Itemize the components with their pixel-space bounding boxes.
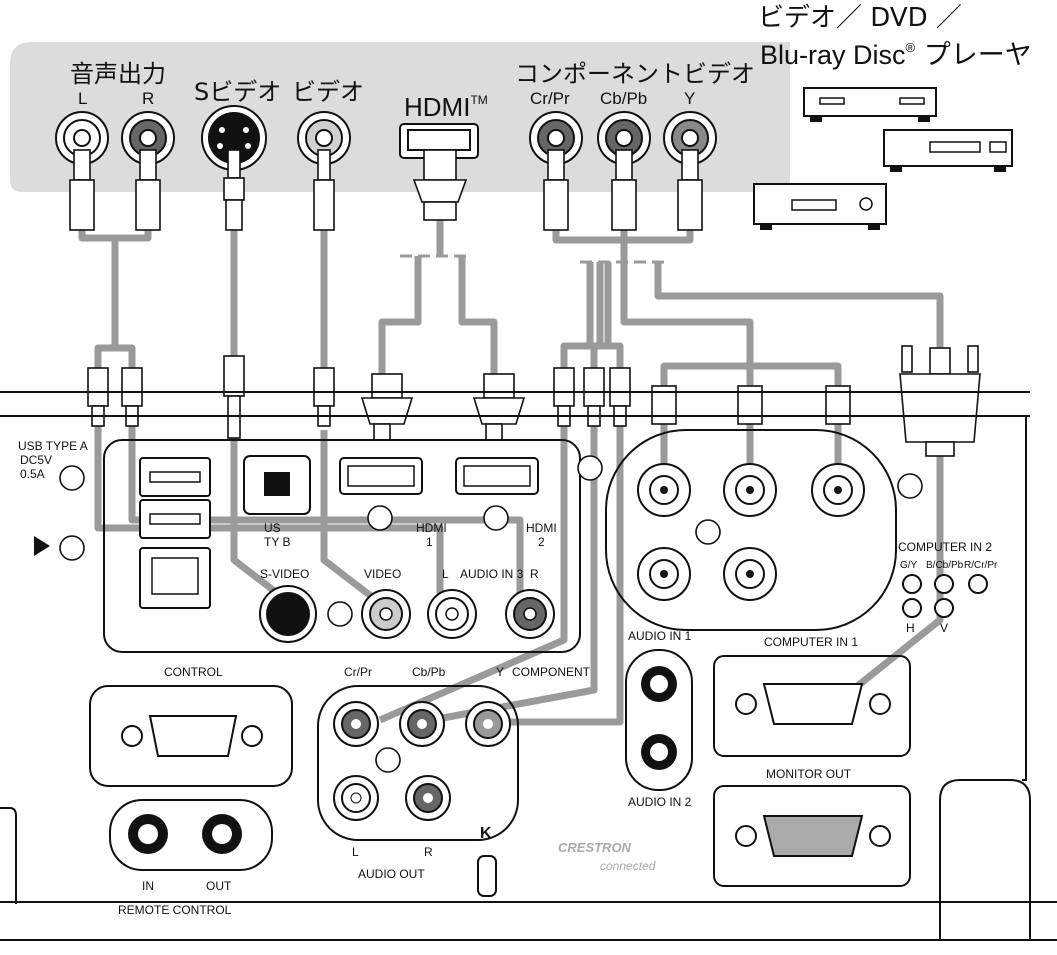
video-port bbox=[361, 589, 411, 639]
label-audio-l: L bbox=[78, 89, 87, 108]
label-control: CONTROL bbox=[164, 665, 223, 679]
label-component: コンポーネントビデオ bbox=[515, 60, 755, 88]
hdmi-1-port bbox=[339, 457, 423, 495]
dvd-player-icon bbox=[883, 129, 1013, 172]
device-title-line1: ビデオ／ DVD ／ bbox=[758, 3, 962, 33]
label-audio-in3-r: R bbox=[530, 567, 539, 581]
audio-in1-port bbox=[641, 666, 677, 702]
label-video: ビデオ bbox=[292, 78, 364, 106]
label-y: Y bbox=[684, 89, 695, 108]
label-usb-type-a: USB TYPE A bbox=[18, 439, 88, 453]
plugs-bottom bbox=[87, 345, 981, 457]
usb-b-port bbox=[243, 455, 311, 515]
label-remote-in: IN bbox=[142, 879, 154, 893]
label-audio-in2: AUDIO IN 2 bbox=[628, 795, 692, 809]
audio-l-jack bbox=[55, 111, 109, 165]
label-monitor-out: MONITOR OUT bbox=[766, 767, 852, 781]
label-hdmi1-a: HDMI bbox=[416, 521, 447, 535]
bnc-ports bbox=[637, 463, 865, 601]
hdmi-2-port bbox=[455, 457, 539, 495]
label-cb-pb: Cb/Pb bbox=[600, 89, 647, 108]
label-audio-r: R bbox=[142, 89, 154, 108]
projector-panel bbox=[0, 391, 1057, 941]
bluray-player-icon bbox=[753, 183, 887, 230]
lock-k-icon: K bbox=[480, 825, 492, 842]
label-comp-cr: Cr/Pr bbox=[344, 665, 372, 679]
label-hdmi2-b: 2 bbox=[538, 535, 545, 549]
label-audio-in1: AUDIO IN 1 bbox=[628, 629, 692, 643]
label-remote-out: OUT bbox=[206, 879, 232, 893]
computer-in2-small-ports bbox=[902, 574, 988, 618]
label-comp-cb: Cb/Pb bbox=[412, 665, 446, 679]
component-rca-ports bbox=[333, 701, 511, 747]
label-remote-control: REMOTE CONTROL bbox=[118, 903, 232, 917]
label-usb-b-1: US bbox=[264, 521, 281, 535]
usb-a-ports bbox=[139, 457, 211, 539]
component-cr-jack bbox=[529, 111, 583, 165]
s-video-port bbox=[259, 585, 317, 643]
label-usb-b-2: TY B bbox=[264, 535, 290, 549]
screw-icons bbox=[59, 455, 923, 773]
cables bbox=[78, 220, 944, 726]
label-gy: G/Y bbox=[900, 560, 918, 571]
audio-out-ports bbox=[333, 775, 451, 821]
plugs-top bbox=[69, 149, 703, 231]
s-video-jack bbox=[201, 105, 267, 171]
label-audio-out-l: L bbox=[352, 845, 359, 859]
crestron-logo-text: CRESTRON bbox=[558, 840, 632, 855]
label-audio-out: AUDIO OUT bbox=[358, 867, 425, 881]
label-h: H bbox=[906, 621, 915, 635]
label-s-video: Sビデオ bbox=[194, 78, 281, 106]
component-cb-jack bbox=[597, 111, 651, 165]
label-hdmi: HDMITM bbox=[404, 92, 488, 122]
source-panel bbox=[10, 42, 790, 192]
label-hdmi1-b: 1 bbox=[426, 535, 433, 549]
computer-in1-port bbox=[735, 683, 891, 725]
label-computer-in1: COMPUTER IN 1 bbox=[764, 635, 858, 649]
label-rcrpr: R/Cr/Pr bbox=[964, 560, 998, 571]
device-title-line2: Blu-ray Disc® プレーヤ bbox=[760, 40, 1032, 71]
label-audio-out: 音声出力 bbox=[70, 60, 166, 88]
crestron-connected-text: connected bbox=[600, 859, 656, 873]
label-audio-in3: AUDIO IN 3 bbox=[460, 567, 524, 581]
monitor-out-port bbox=[735, 815, 891, 857]
label-bcbpb: B/Cb/Pb bbox=[926, 560, 964, 571]
label-hdmi2-a: HDMI bbox=[526, 521, 557, 535]
control-port bbox=[121, 715, 263, 757]
label-component-port: COMPONENT bbox=[512, 665, 591, 679]
label-audio-out-r: R bbox=[424, 845, 433, 859]
label-comp-y: Y bbox=[496, 665, 504, 679]
video-jack bbox=[297, 111, 351, 165]
remote-ports bbox=[128, 814, 242, 854]
label-computer-in2: COMPUTER IN 2 bbox=[898, 540, 992, 554]
label-audio-in3-l: L bbox=[442, 567, 449, 581]
lan-port bbox=[139, 547, 211, 609]
arrow-marker-icon bbox=[34, 536, 50, 556]
label-cr-pr: Cr/Pr bbox=[530, 89, 570, 108]
label-s-video-port: S-VIDEO bbox=[260, 567, 309, 581]
label-video-port: VIDEO bbox=[364, 567, 401, 581]
label-v: V bbox=[940, 621, 948, 635]
audio-in3-r-port bbox=[505, 589, 555, 639]
security-slot bbox=[477, 855, 497, 897]
audio-in2-port bbox=[641, 734, 677, 770]
label-amp: 0.5A bbox=[20, 467, 45, 481]
audio-in3-l-port bbox=[427, 589, 477, 639]
video-player-icon bbox=[803, 87, 937, 122]
label-dc5v: DC5V bbox=[20, 453, 52, 467]
